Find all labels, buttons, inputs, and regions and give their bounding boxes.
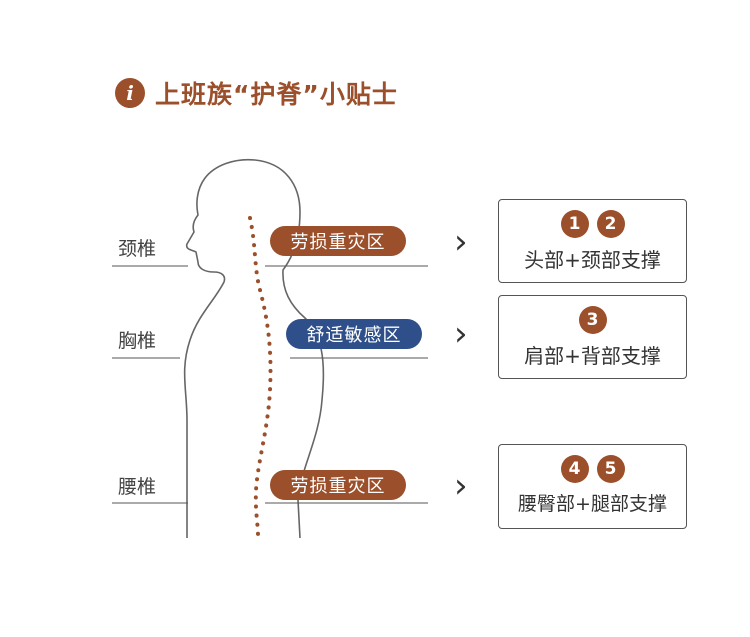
chevron-right-icon: › (454, 314, 468, 354)
zone-badge-lumbar: 劳损重灾区 (270, 470, 406, 500)
number-badge: 1 (560, 210, 589, 238)
number-badge: 5 (596, 455, 625, 483)
number-badge: 2 (596, 210, 625, 238)
support-card-thoracic: 3 肩部+背部支撑 (498, 295, 687, 379)
number-badge: 4 (560, 455, 589, 483)
label-neck-spine: 颈椎 (118, 238, 157, 260)
info-icon: i (115, 78, 145, 108)
support-card-lumbar: 4 5 腰臀部+腿部支撑 (498, 444, 687, 529)
number-badge: 3 (578, 306, 607, 334)
label-thoracic-spine: 胸椎 (118, 330, 157, 352)
chevron-right-icon: › (454, 222, 468, 262)
zone-badge-neck: 劳损重灾区 (270, 226, 406, 256)
label-lumbar-spine: 腰椎 (118, 476, 157, 498)
chevron-right-icon: › (454, 466, 468, 506)
support-card-neck: 1 2 头部+颈部支撑 (498, 199, 687, 283)
title-text: 上班族“护脊”小贴士 (155, 80, 398, 109)
support-text: 肩部+背部支撑 (524, 344, 661, 368)
page-title: i 上班族“护脊”小贴士 (115, 76, 398, 110)
zone-badge-thoracic: 舒适敏感区 (286, 319, 422, 349)
support-text: 腰臀部+腿部支撑 (518, 493, 667, 515)
support-text: 头部+颈部支撑 (524, 248, 661, 272)
